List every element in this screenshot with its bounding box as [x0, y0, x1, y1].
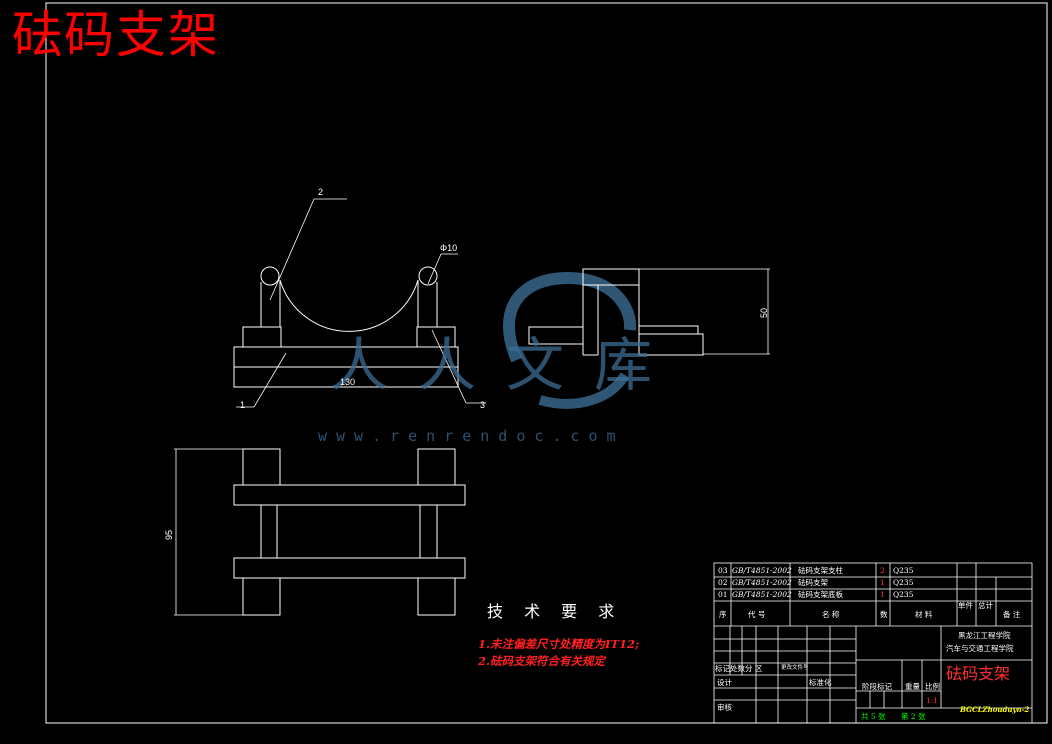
- part-name-02: 砝码支架: [798, 578, 828, 587]
- department-name: 汽车与交通工程学院: [946, 644, 1014, 653]
- header-code: 代 号: [748, 610, 766, 619]
- part-material-03: Q235: [893, 566, 914, 575]
- watermark-url: www.renrendoc.com: [318, 427, 625, 445]
- drawing-name: 砝码支架: [946, 664, 1011, 683]
- part-qty-01: 1: [880, 590, 885, 599]
- drawing-number: BGCLZhouduyn-2: [960, 705, 1030, 714]
- part-no-02: 02: [718, 578, 728, 587]
- scale-value: 1:1: [926, 696, 939, 705]
- header-single: 单件: [958, 601, 973, 610]
- label-review: 审核: [717, 703, 732, 712]
- label-zone: 分 区: [745, 664, 763, 673]
- sheet-total: 共 5 张: [861, 712, 886, 721]
- part-code-03: GB/T4851-2002: [732, 566, 792, 575]
- school-name: 黑龙江工程学院: [958, 631, 1011, 640]
- label-weight: 重量: [905, 682, 920, 691]
- part-code-01: GB/T4851-2002: [732, 590, 792, 599]
- part-qty-02: 1: [880, 578, 885, 587]
- header-qty: 数: [880, 610, 888, 619]
- part-name-03: 砝码支架支柱: [798, 566, 843, 575]
- part-material-02: Q235: [893, 578, 914, 587]
- header-total: 总计: [978, 601, 993, 610]
- label-standardize: 标准化: [809, 678, 832, 687]
- top-view: [174, 448, 466, 616]
- label-change-doc: 更改文件号: [781, 665, 809, 671]
- sheet-border: [45, 2, 1048, 724]
- part-no-01: 01: [718, 590, 728, 599]
- dimension-depth: 95: [164, 529, 174, 540]
- header-remark: 备 注: [1003, 610, 1021, 619]
- label-design: 设计: [717, 678, 732, 687]
- watermark-text: 人人文库: [330, 331, 683, 399]
- tech-requirements-heading: 技 术 要 求: [487, 602, 623, 621]
- front-view: [233, 198, 486, 408]
- part-code-02: GB/T4851-2002: [732, 578, 792, 587]
- balloon-2: 2: [318, 187, 324, 197]
- watermark-logo: [502, 271, 637, 409]
- dimension-height: 50: [759, 307, 769, 318]
- part-no-03: 03: [718, 566, 728, 575]
- balloon-3: 3: [480, 400, 486, 410]
- label-scale: 比例: [925, 682, 940, 691]
- sheet-current: 第 2 张: [901, 712, 926, 721]
- tech-note-2: 2.砝码支架符合有关规定: [478, 654, 606, 668]
- label-stage-mark: 阶段标记: [862, 682, 892, 691]
- header-material: 材 料: [915, 610, 933, 619]
- tech-note-1: 1.未注偏差尺寸处精度为IT12;: [478, 637, 640, 651]
- part-name-01: 砝码支架底板: [798, 590, 843, 599]
- drawing-title: 砝码支架: [12, 6, 220, 64]
- header-name: 名 称: [822, 610, 840, 619]
- balloon-1: 1: [240, 400, 246, 410]
- header-no: 序: [719, 610, 727, 619]
- part-material-01: Q235: [893, 590, 914, 599]
- title-block-grid: [713, 562, 1033, 724]
- label-count: 处数: [730, 664, 745, 673]
- part-qty-03: 2: [880, 566, 885, 575]
- side-view: [528, 268, 770, 356]
- dimension-width: 130: [340, 377, 356, 387]
- label-mark: 标记: [715, 664, 730, 673]
- dimension-hole: Φ10: [440, 243, 458, 253]
